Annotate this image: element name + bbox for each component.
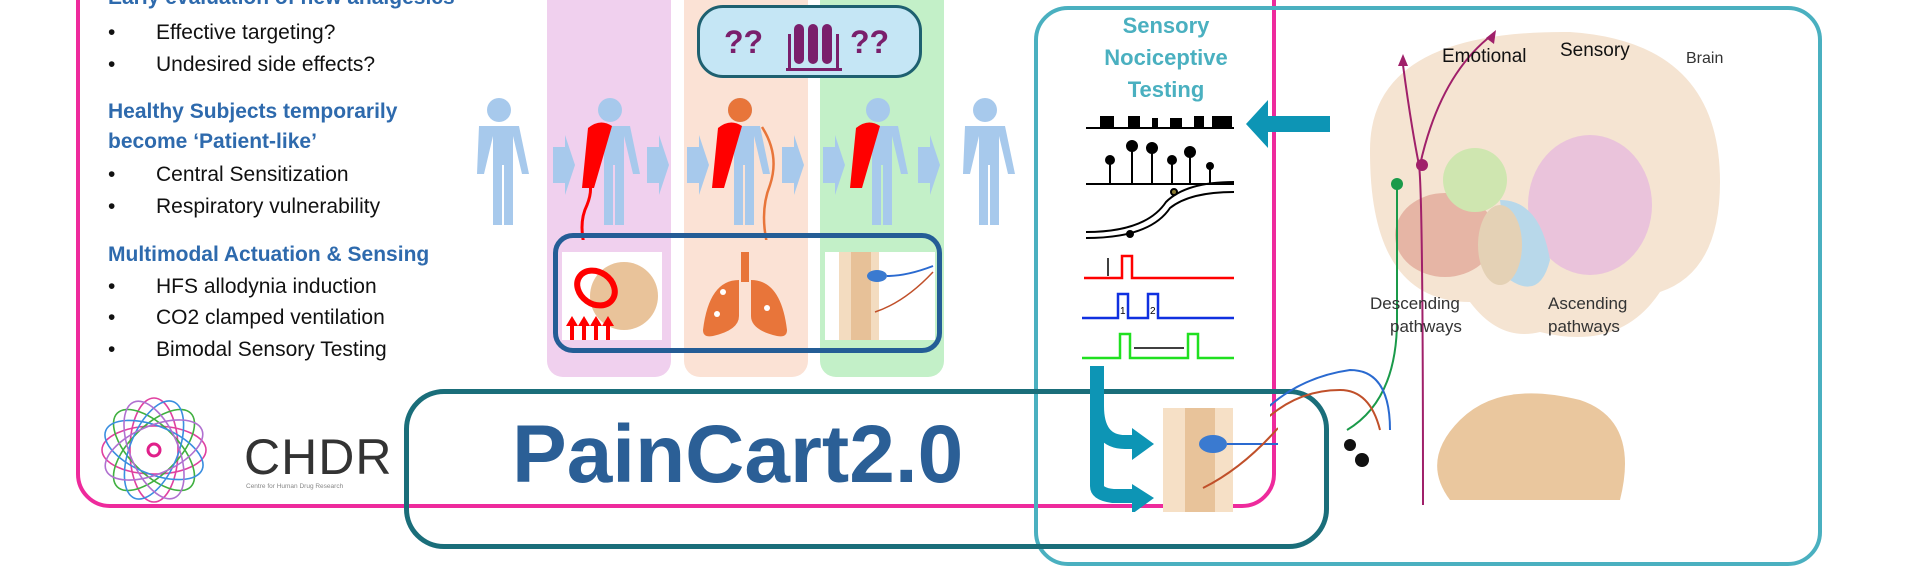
bullet-dot: • xyxy=(108,338,116,361)
person-icon xyxy=(963,98,1015,225)
arrow-down-branch-icon xyxy=(1090,366,1154,512)
bullet-item: • Bimodal Sensory Testing xyxy=(108,338,508,364)
bullet-dot: • xyxy=(108,275,116,298)
pulse-train-icon xyxy=(1086,116,1234,129)
label-emotional: Emotional xyxy=(1442,46,1527,67)
spinal-cord-icon xyxy=(1437,393,1625,500)
arrow-left-icon xyxy=(1246,100,1330,148)
chdr-logo-text: CHDR xyxy=(244,429,393,485)
spinal-hfs-icon xyxy=(562,252,662,340)
label-descending: Descending xyxy=(1370,294,1460,313)
arrow-right-icon xyxy=(687,135,709,195)
arrow-right-icon xyxy=(918,135,940,195)
question-marks-right: ?? xyxy=(850,24,890,60)
bullet-dot: • xyxy=(108,195,116,218)
pulse-label: 1 xyxy=(1120,306,1126,317)
label-ascending-2: pathways xyxy=(1548,317,1620,336)
sensory-title-line3: Testing xyxy=(1127,77,1205,102)
bullet-item: • HFS allodynia induction xyxy=(108,275,508,301)
test-tubes-icon xyxy=(786,24,842,71)
arrow-right-icon xyxy=(553,135,575,195)
bullet-item: • CO2 clamped ventilation xyxy=(108,306,508,332)
pink-frame xyxy=(76,0,1276,508)
bullet-text: Undesired side effects? xyxy=(156,53,376,76)
pain-arm-icon xyxy=(582,122,612,188)
spike-train-icon xyxy=(1086,140,1234,185)
bullet-item: • Central Sensitization xyxy=(108,163,508,189)
bullet-text: Effective targeting? xyxy=(156,21,336,44)
brain-pathways-diagram xyxy=(1270,30,1720,506)
heading-healthy-subjects: Healthy Subjects temporarily xyxy=(108,100,398,123)
hfs-arrow-icon xyxy=(580,172,592,240)
bullet-text: HFS allodynia induction xyxy=(156,275,377,298)
bullet-item: • Undesired side effects? xyxy=(108,53,508,79)
sensory-title-line1: Sensory xyxy=(1122,13,1210,38)
label-brain: Brain xyxy=(1686,50,1724,67)
person-icon xyxy=(477,98,529,225)
question-marks-left: ?? xyxy=(724,24,764,60)
arrow-right-icon xyxy=(823,135,845,195)
bullet-text: CO2 clamped ventilation xyxy=(156,306,385,329)
bullet-dot: • xyxy=(108,163,116,186)
sensory-title-line2: Nociceptive xyxy=(1104,45,1228,70)
paincart-title: PainCart2.0 xyxy=(512,409,964,500)
arrow-right-icon xyxy=(782,135,804,195)
actuation-box xyxy=(553,233,942,353)
label-descending-2: pathways xyxy=(1390,317,1462,336)
heading-healthy-subjects-2: become ‘Patient-like’ xyxy=(108,130,317,153)
bullet-text: Respiratory vulnerability xyxy=(156,195,381,218)
bullet-dot: • xyxy=(108,53,116,76)
pulse-green-icon xyxy=(1082,332,1234,360)
bullet-text: Bimodal Sensory Testing xyxy=(156,338,387,361)
heading-early-evaluation: Early evaluation of new analgesics xyxy=(108,0,455,10)
chdr-logo-icon xyxy=(101,397,207,503)
label-ascending: Ascending xyxy=(1548,294,1628,313)
biomarker-box: ?? ?? xyxy=(697,5,922,78)
skin-nerve-icon xyxy=(1163,408,1278,512)
pain-arm-icon xyxy=(712,122,742,188)
chdr-logo-subtitle: Centre for Human Drug Research xyxy=(246,483,344,490)
pulse-label: 2 xyxy=(1150,306,1156,317)
head-highlight-icon xyxy=(728,98,752,122)
heading-multimodal: Multimodal Actuation & Sensing xyxy=(108,243,430,266)
bullet-item: • Respiratory vulnerability xyxy=(108,195,508,221)
arrow-right-icon xyxy=(647,135,669,195)
lungs-icon xyxy=(703,252,787,337)
bullet-dot: • xyxy=(108,21,116,44)
label-sensory: Sensory xyxy=(1560,40,1630,61)
subject-journey xyxy=(477,98,1015,240)
bullet-dot: • xyxy=(108,306,116,329)
skin-receptor-icon xyxy=(825,252,935,340)
nerve-fiber-icon xyxy=(1085,181,1235,239)
bullet-item: • Effective targeting? xyxy=(108,21,508,47)
bullet-text: Central Sensitization xyxy=(156,163,349,186)
pain-arm-icon xyxy=(850,122,880,188)
pulse-red-icon xyxy=(1084,254,1234,280)
